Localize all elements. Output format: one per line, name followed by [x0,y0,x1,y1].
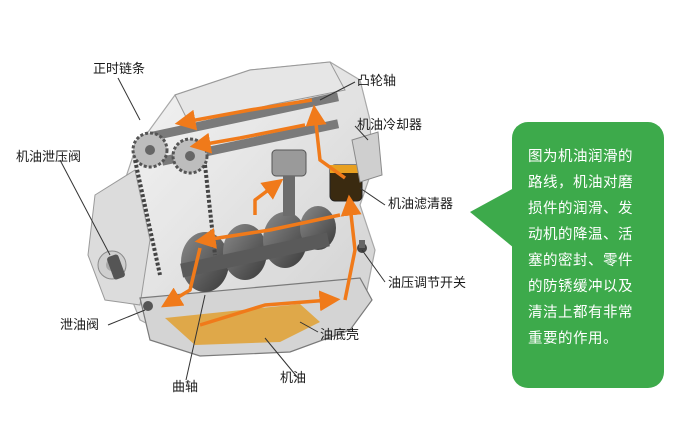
label-relief-valve: 机油泄压阀 [16,150,82,165]
drain-valve-part [143,301,153,311]
callout-line: 路线，机油对磨 [528,175,633,191]
callout-bubble: 图为机油润滑的 路线，机油对磨 损件的润滑、发 动机的降温、活 塞的密封、零件 … [512,122,664,388]
label-oil-pan: 油底壳 [320,328,360,343]
label-drain-valve: 泄油阀 [60,318,100,333]
leader-lines [59,77,386,381]
callout-line: 的防锈缓冲以及 [528,279,633,295]
callout-line: 清洁上都有非常 [528,305,633,321]
oil-pan [139,277,373,357]
callout-line: 图为机油润滑的 [528,149,633,165]
oil-cooler-part [351,131,383,183]
callout-line: 损件的润滑、发 [528,201,633,217]
label-crankshaft: 曲轴 [172,380,199,395]
label-oil-cooler: 机油冷却器 [357,118,423,133]
piston-part [271,149,307,216]
callout-line: 塞的密封、零件 [528,253,633,269]
callout-line: 动机的降温、活 [528,227,633,243]
label-camshaft: 凸轮轴 [357,74,397,89]
oil-flow-path [160,98,362,327]
relief-valve-part [107,254,125,280]
callout-text: 图为机油润滑的 路线，机油对磨 损件的润滑、发 动机的降温、活 塞的密封、零件 … [528,144,654,352]
callout-tail [470,188,514,248]
label-timing-chain: 正时链条 [93,62,146,77]
callout-line: 重要的作用。 [528,331,618,347]
pressure-switch-part [357,240,367,253]
label-engine-oil: 机油 [280,371,307,386]
label-oil-filter: 机油滤清器 [388,197,454,212]
label-pressure-switch: 油压调节开关 [388,276,467,291]
